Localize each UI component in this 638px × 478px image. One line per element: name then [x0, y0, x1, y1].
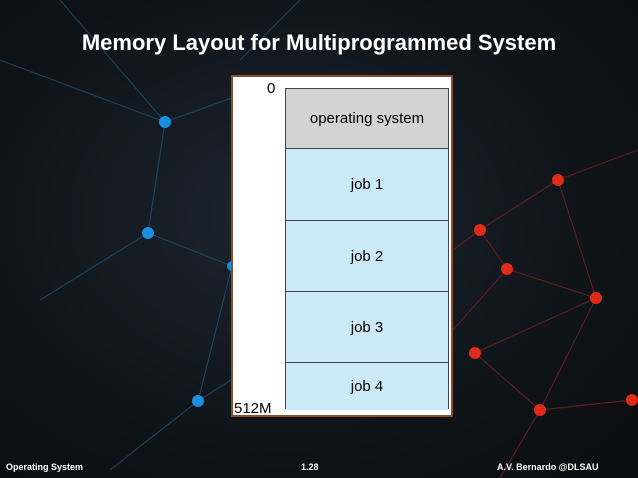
- footer-author: A.V. Bernardo @DLSAU: [497, 462, 599, 472]
- memory-segment-job-3: job 3: [286, 292, 448, 363]
- memory-segment-job-1: job 1: [286, 149, 448, 221]
- address-bottom-label: 512M: [234, 400, 272, 417]
- memory-layout-figure: 0 512M operating system job 1 job 2 job …: [231, 75, 453, 417]
- memory-segment-job-4: job 4: [286, 363, 448, 410]
- slide-title: Memory Layout for Multiprogrammed System: [81, 30, 557, 55]
- memory-column: operating system job 1 job 2 job 3 job 4: [285, 88, 449, 410]
- footer-course-name: Operating System: [6, 462, 84, 472]
- memory-segment-operating-system: operating system: [286, 89, 448, 149]
- footer-slide-number: 1.28: [301, 462, 319, 472]
- memory-segment-job-2: job 2: [286, 221, 448, 292]
- address-top-label: 0: [267, 80, 276, 97]
